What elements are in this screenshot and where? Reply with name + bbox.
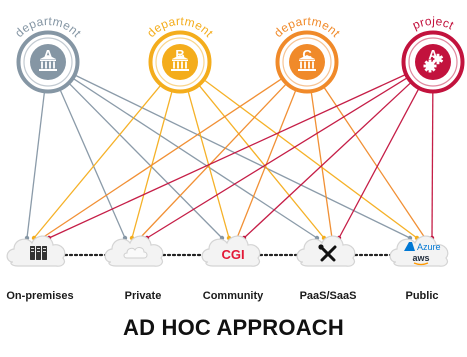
connection-line (48, 73, 406, 239)
bank-beam (299, 59, 315, 61)
gear-hole (428, 64, 432, 68)
bank-column (53, 61, 55, 69)
bank-column (300, 61, 302, 69)
connection-line (72, 77, 318, 239)
cloud-icon (123, 247, 148, 259)
cloud-label-private: Private (124, 290, 162, 302)
bank-base (298, 69, 316, 71)
bank-roof (40, 55, 56, 59)
bank-roof (172, 55, 188, 59)
azure-logo-text: Azure (417, 242, 441, 252)
gears-icon (423, 53, 444, 73)
cloud-label-on-premises: On-premises (6, 290, 74, 302)
connection-line (203, 79, 418, 239)
connection-lines (24, 73, 435, 241)
bank-column (308, 61, 310, 69)
cloud-private (104, 235, 164, 267)
bank-column (49, 61, 51, 69)
bank-icon (39, 55, 57, 71)
server-unit (36, 246, 41, 260)
bank-column (177, 61, 179, 69)
node-arc-label-text: project (410, 14, 456, 33)
connection-line (198, 84, 325, 239)
bank-column (41, 61, 43, 69)
connection-line (243, 81, 412, 239)
gear-tooth (428, 59, 432, 63)
bank-base (171, 69, 189, 71)
server-slot (37, 248, 40, 249)
bank-column (185, 61, 187, 69)
gear-small (432, 53, 444, 65)
connection-line (41, 78, 283, 239)
connection-line (146, 77, 408, 239)
gear-tooth (436, 60, 440, 65)
bank-beam (40, 59, 56, 61)
gear-tooth (428, 69, 432, 73)
bank-beam (172, 59, 188, 61)
aws-smile-icon (413, 262, 429, 266)
tools-icon (318, 244, 337, 262)
bank-column (304, 61, 306, 69)
aws-logo-text: aws (412, 253, 429, 263)
node-letter: B (175, 47, 184, 62)
server-slot (37, 251, 40, 252)
cloud-shape (201, 235, 261, 267)
connection-line (323, 86, 426, 239)
bank-roof (299, 55, 315, 59)
cloud-community: CGI (201, 235, 261, 267)
connection-line (338, 88, 420, 239)
node-letter: C (302, 47, 312, 62)
node-letter: A (428, 47, 438, 62)
cloud-label-paas-saas: PaaS/SaaS (299, 290, 357, 302)
bank-icon (171, 55, 189, 71)
azure-icon (404, 242, 415, 251)
server-slot (31, 251, 34, 252)
bank-base (39, 69, 57, 71)
connection-line (59, 89, 126, 239)
connection-line (33, 84, 162, 239)
server-slot (43, 251, 46, 252)
gear-tooth (436, 53, 440, 58)
wrench-head (318, 244, 324, 250)
bank-column (45, 61, 47, 69)
connection-line (68, 82, 223, 239)
cloud-shape (6, 235, 66, 267)
bank-column (312, 61, 314, 69)
connection-line (74, 74, 411, 239)
bank-column (173, 61, 175, 69)
server-unit (42, 246, 47, 260)
connection-line (139, 83, 287, 239)
cloud-label-public: Public (405, 290, 439, 302)
gear-large (423, 59, 437, 73)
cloud-paas-saas (296, 235, 356, 267)
cloud-label-community: Community (202, 290, 264, 302)
bank-column (181, 61, 183, 69)
screwdriver-handle (320, 245, 337, 262)
cloud-on-premises (6, 235, 66, 267)
diagram-title: AD HOC APPROACH (123, 315, 344, 340)
connection-line (26, 91, 46, 239)
cloud-shape (389, 235, 449, 267)
cgi-logo: CGI (221, 247, 244, 262)
node-letter: A (43, 47, 53, 62)
server-slot (31, 248, 34, 249)
server-rack-icon (30, 246, 47, 260)
connection-line (431, 91, 434, 239)
gear-hole (436, 57, 440, 61)
node-arc-label: project (410, 14, 456, 33)
bank-icon (298, 55, 316, 71)
server-unit (30, 246, 35, 260)
server-slot (43, 248, 46, 249)
